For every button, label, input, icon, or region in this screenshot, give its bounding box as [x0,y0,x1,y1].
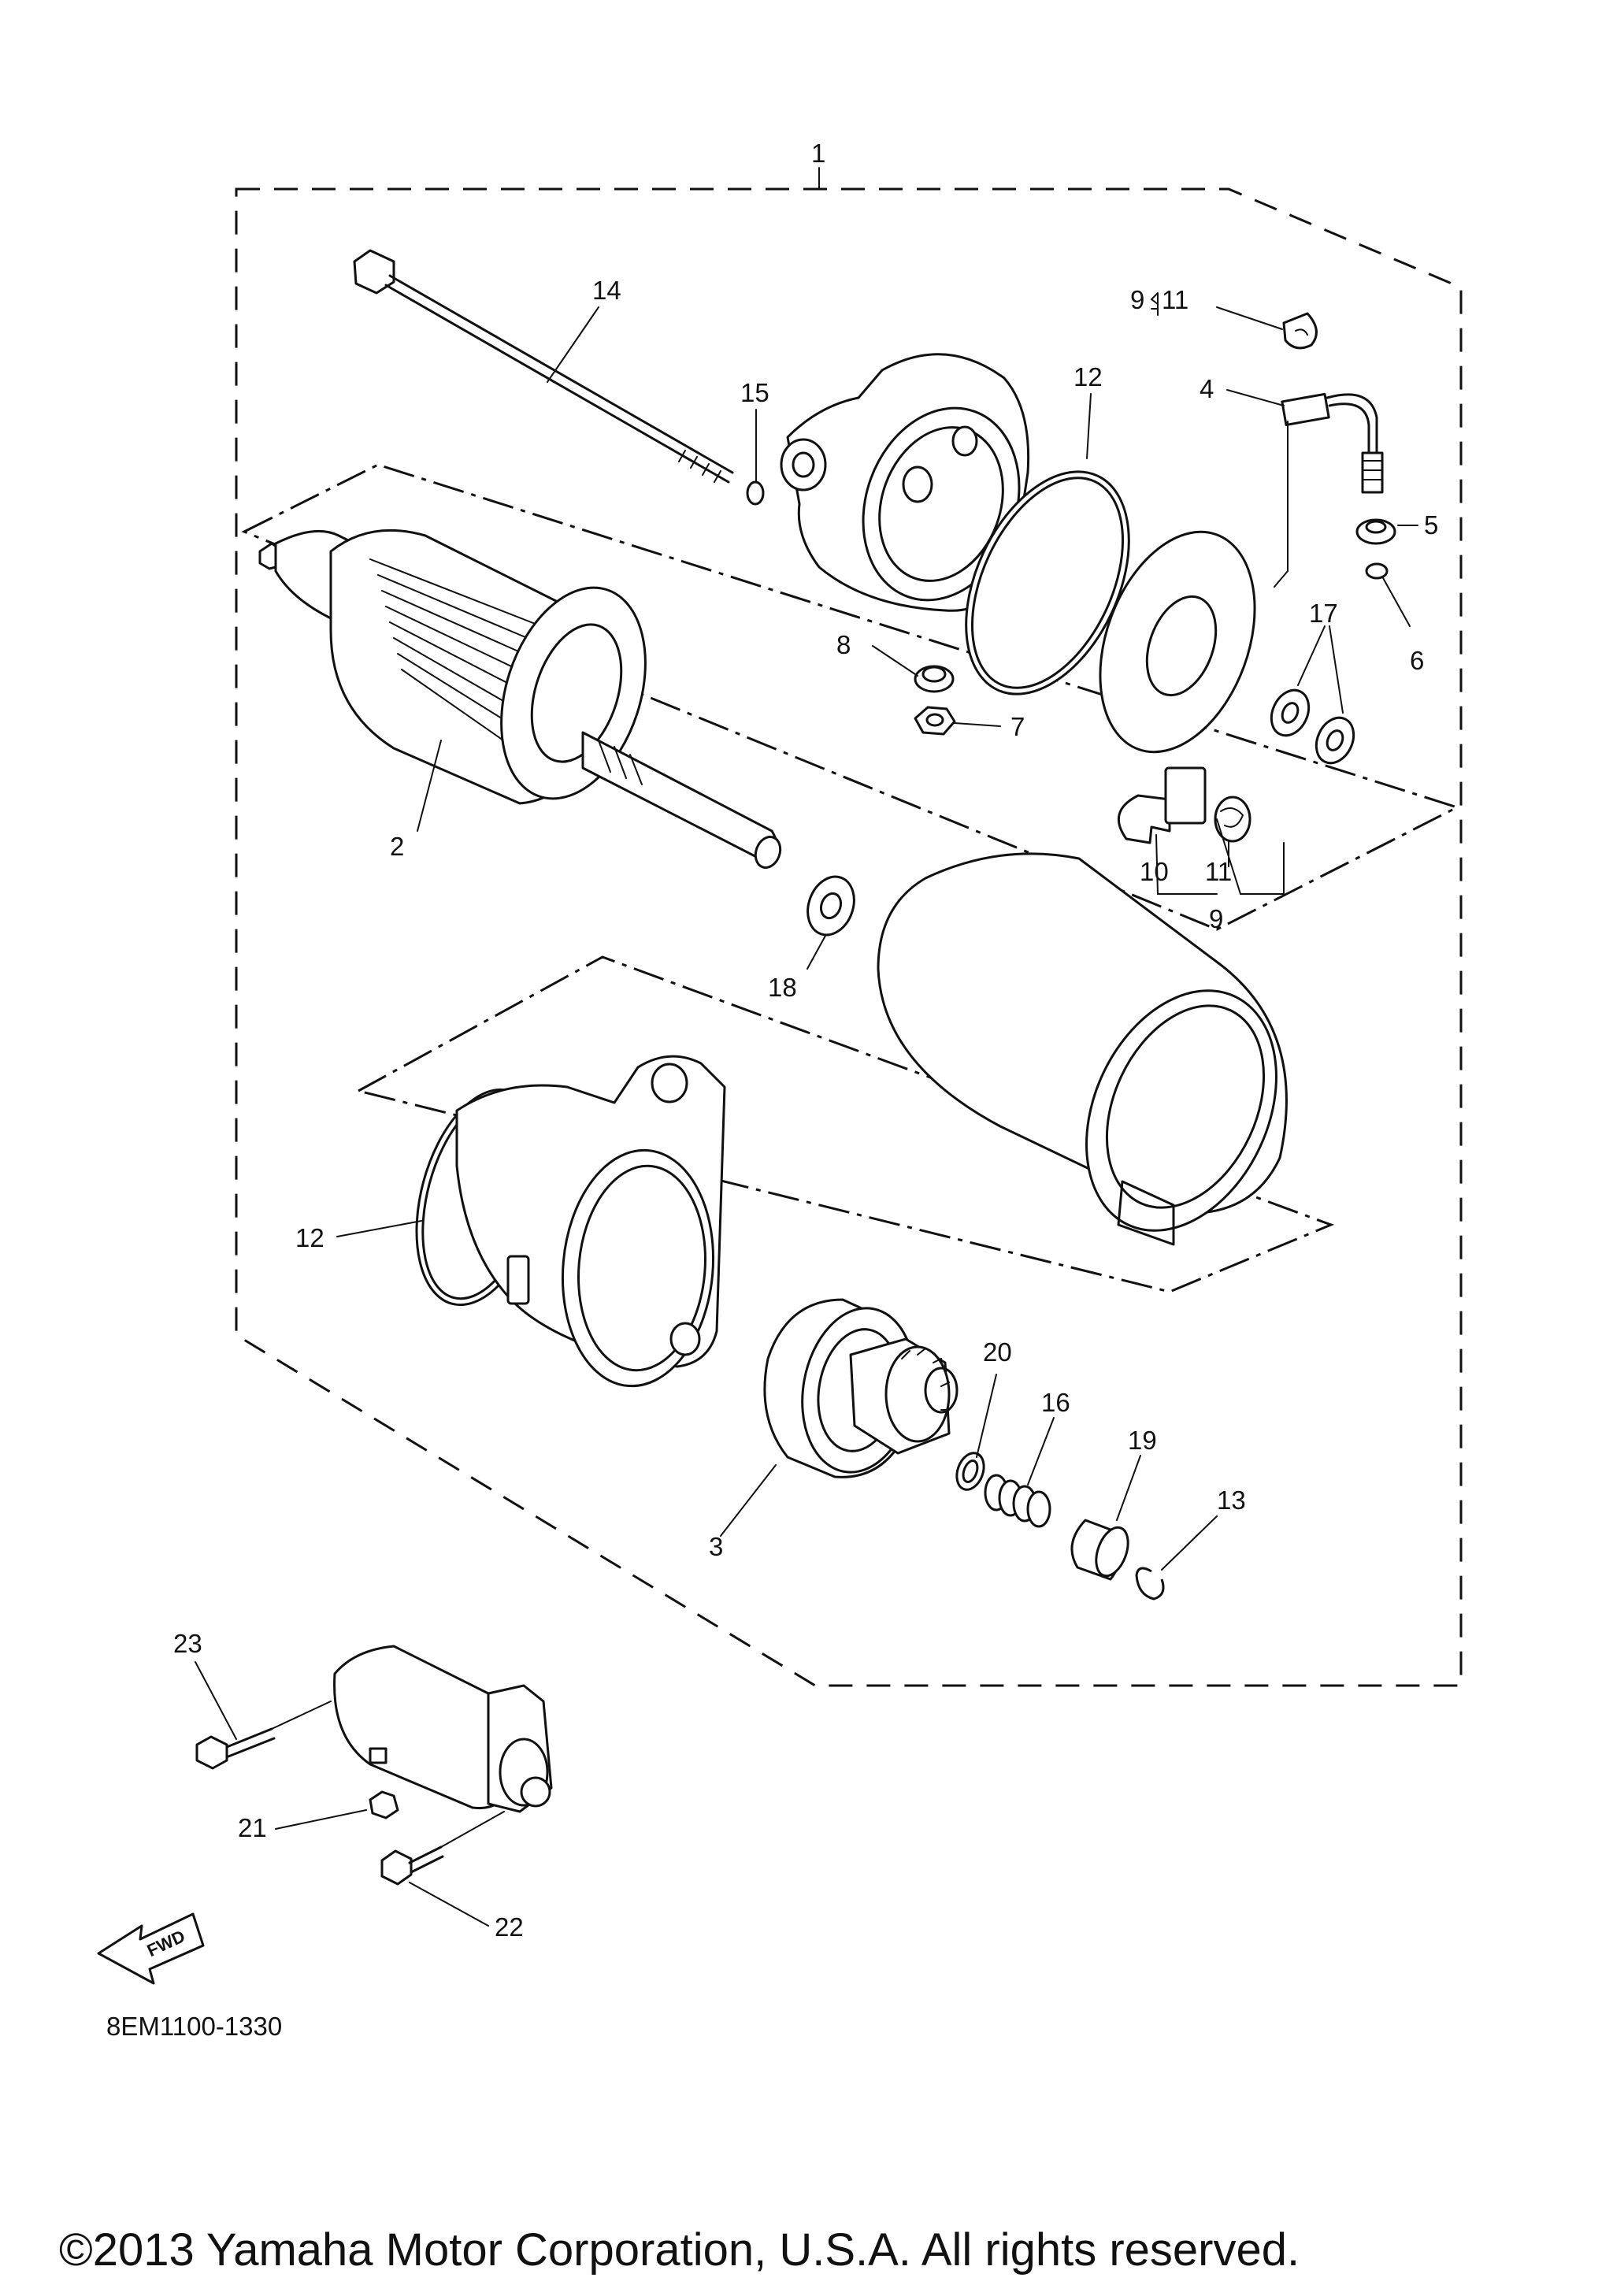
callout-12-left: 12 [295,1223,324,1252]
callout-20: 20 [983,1337,1012,1367]
callout-1: 1 [811,139,825,168]
mounted-starter-part [333,1645,553,1813]
brush-plate-part [1099,530,1256,754]
axis-plane-lower [354,955,1335,1293]
bracket-9-top [1150,292,1159,316]
callout-14: 14 [592,276,621,305]
callout-15: 15 [740,378,769,407]
circlip-13-part [1135,1567,1165,1601]
callout-12-top: 12 [1073,362,1103,391]
rear-cover-part [780,353,1030,612]
o-ring-top-inner [970,477,1125,689]
washer-8-part [914,665,955,693]
callout-21: 21 [238,1813,267,1842]
callout-22: 22 [495,1912,524,1942]
clutch-pinion-part [763,1298,959,1478]
fwd-arrow-icon: FWD [97,1912,205,1985]
yoke-housing-part [877,852,1288,1246]
armature-part [258,529,782,869]
copyright-notice: ©2013 Yamaha Motor Corporation, U.S.A. A… [59,2224,1300,2276]
callout-18: 18 [768,973,797,1002]
callout-11: 11 [1205,857,1232,886]
nut-21-part [369,1790,399,1819]
long-bolt-part [353,249,734,484]
brush-lead-part [1281,392,1384,494]
callout-9-bracket: 9 [1130,285,1144,314]
callout-9: 9 [1209,904,1223,933]
callout-labels: 1 14 15 12 9 11 4 5 6 17 8 7 2 10 11 9 1… [173,139,1438,1942]
washer-17a-part [1270,688,1311,737]
callout-5: 5 [1424,510,1438,540]
axis-plane-upper [241,463,1460,931]
callout-7: 7 [1010,712,1025,741]
spring-clip-top-part [1282,312,1318,350]
washer-5-part [1355,518,1396,545]
front-cover-part [455,1055,726,1388]
diagram-code: 8EM1100-1330 [106,2012,282,2041]
bolt-23-part [195,1727,276,1770]
nut-7-part [914,706,956,736]
bolt-22-part [380,1845,444,1886]
callout-3: 3 [709,1532,723,1561]
washer-18-part [806,875,855,937]
o-ring-6-part [1365,562,1389,580]
callout-10: 10 [1140,857,1169,886]
callout-4: 4 [1200,374,1214,403]
brush-spring-part [1214,796,1251,843]
callout-23: 23 [173,1629,202,1658]
callout-8: 8 [836,630,851,659]
stopper-19-part [1070,1519,1129,1581]
small-o-ring-part [746,480,765,506]
spring-16-part [984,1474,1051,1528]
brush-holder-part [1118,766,1207,844]
callout-17: 17 [1309,599,1338,628]
callout-11-bracket: 11 [1162,285,1188,314]
callout-13: 13 [1217,1486,1246,1515]
callout-19: 19 [1128,1426,1157,1455]
assembly-boundary [235,187,1463,1687]
leader-lines [195,167,1418,1927]
washer-20-part [955,1452,985,1491]
callout-16: 16 [1041,1388,1070,1417]
callout-6: 6 [1410,646,1424,675]
washer-17b-part [1315,716,1355,765]
callout-2: 2 [390,832,404,861]
